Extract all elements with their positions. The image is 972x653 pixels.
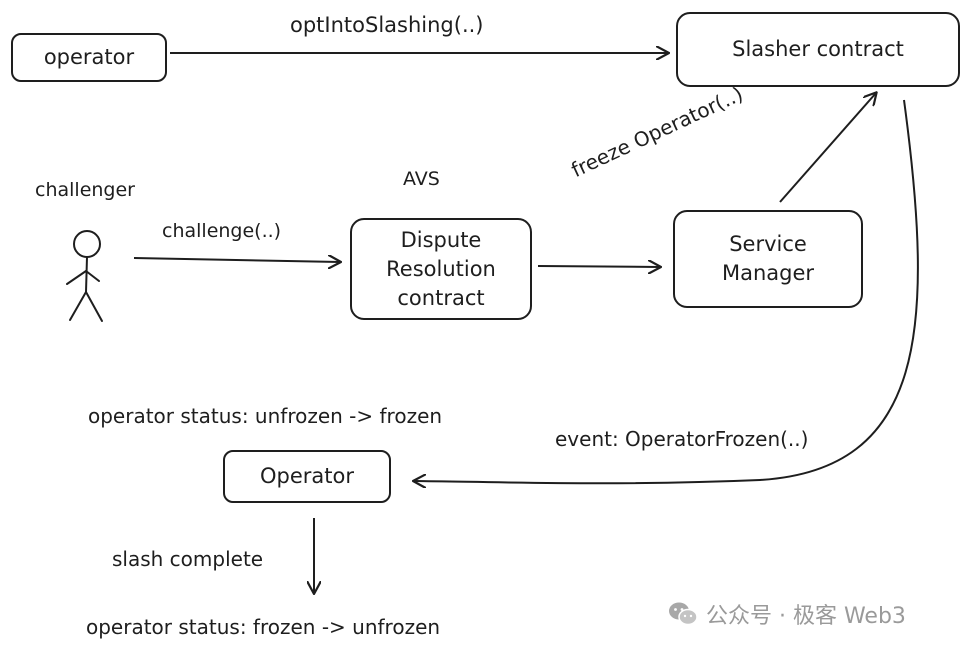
slasher-contract-label: Slasher contract	[732, 37, 904, 61]
service-manager-box[interactable]: Service Manager	[673, 210, 863, 308]
slasher-contract-box[interactable]: Slasher contract	[676, 12, 960, 87]
dispute-resolution-contract-label: Dispute Resolution contract	[386, 227, 496, 310]
operator-frozen-event-label: event: OperatorFrozen(..)	[555, 427, 809, 451]
wechat-icon	[669, 602, 698, 626]
slash-complete-label: slash complete	[112, 547, 264, 571]
dispute-resolution-contract-box[interactable]: Dispute Resolution contract	[350, 218, 532, 320]
challenger-label: challenger	[35, 179, 135, 201]
operator-bottom-label: Operator	[260, 464, 354, 488]
arrow-dispute-to-service-manager	[537, 266, 660, 267]
operator-top-label: operator	[43, 45, 135, 69]
avs-label: AVS	[403, 168, 440, 190]
challenger-figure-icon	[66, 230, 103, 322]
operator-status-frozen-label: operator status: unfrozen -> frozen	[88, 404, 443, 428]
operator-status-unfrozen-label: operator status: frozen -> unfrozen	[86, 615, 441, 639]
arrow-operator-frozen-event	[414, 99, 919, 483]
arrow-challenge	[133, 258, 340, 262]
challenge-label: challenge(..)	[162, 220, 282, 242]
operator-box-bottom[interactable]: Operator	[223, 450, 391, 503]
service-manager-label: Service Manager	[721, 232, 815, 285]
operator-box-top[interactable]: operator	[11, 33, 167, 82]
opt-into-slashing-label: optIntoSlashing(..)	[290, 13, 484, 37]
watermark: 公众号 · 极客 Web3	[668, 598, 906, 630]
arrow-freeze-operator	[779, 93, 876, 203]
watermark-text: 公众号 · 极客 Web3	[706, 604, 906, 629]
